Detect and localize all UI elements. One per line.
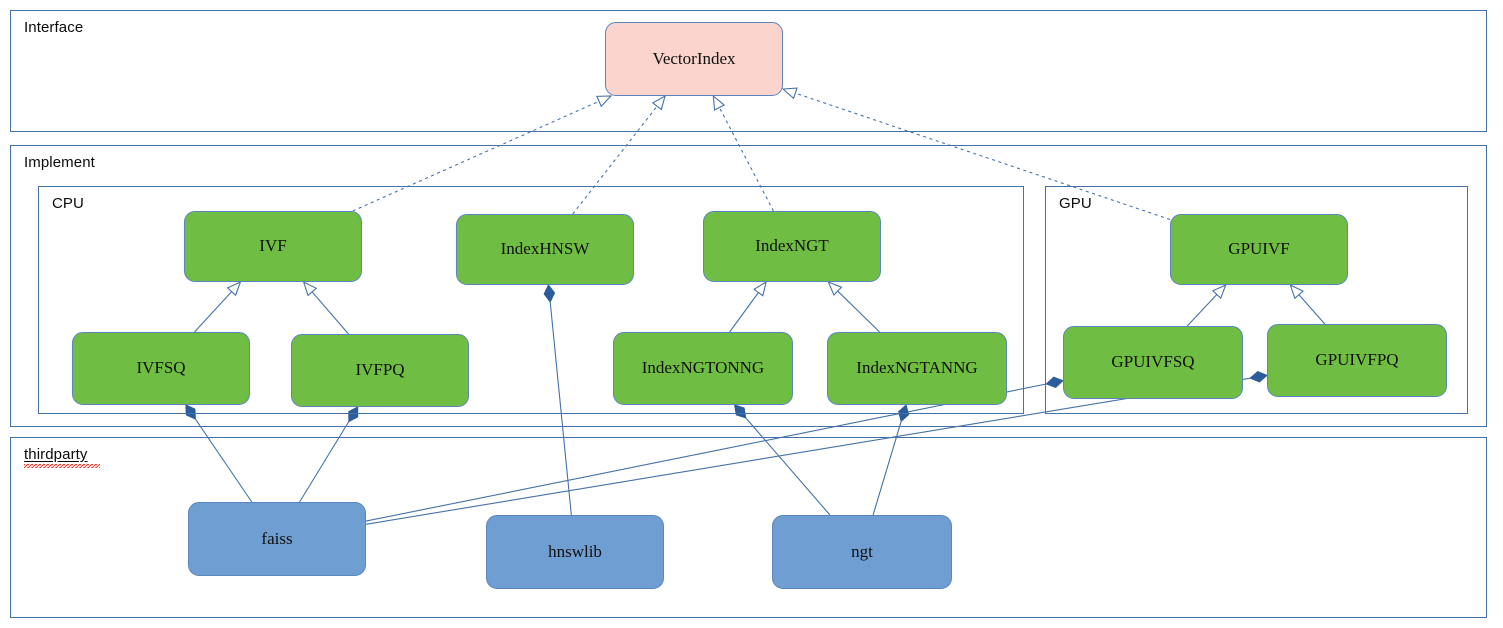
node-hnswlib[interactable]: hnswlib <box>486 515 664 589</box>
group-label-interface: Interface <box>24 19 84 36</box>
node-gpuivfsq[interactable]: GPUIVFSQ <box>1063 326 1243 399</box>
node-vectorindex[interactable]: VectorIndex <box>605 22 783 96</box>
spellcheck-underline-thirdparty <box>24 464 100 468</box>
node-faiss[interactable]: faiss <box>188 502 366 576</box>
node-ngt[interactable]: ngt <box>772 515 952 589</box>
node-indexngt[interactable]: IndexNGT <box>703 211 881 282</box>
group-label-gpu: GPU <box>1059 195 1092 212</box>
group-box-interface <box>10 10 1487 132</box>
group-box-thirdparty <box>10 437 1487 618</box>
node-indexhnsw[interactable]: IndexHNSW <box>456 214 634 285</box>
node-gpuivf[interactable]: GPUIVF <box>1170 214 1348 285</box>
node-ivfsq[interactable]: IVFSQ <box>72 332 250 405</box>
node-ivfpq[interactable]: IVFPQ <box>291 334 469 407</box>
group-box-gpu <box>1045 186 1468 414</box>
node-gpuivfpq[interactable]: GPUIVFPQ <box>1267 324 1447 397</box>
node-indexngtanng[interactable]: IndexNGTANNG <box>827 332 1007 405</box>
node-indexngtonng[interactable]: IndexNGTONNG <box>613 332 793 405</box>
group-box-implement <box>10 145 1487 427</box>
node-ivf[interactable]: IVF <box>184 211 362 282</box>
group-label-cpu: CPU <box>52 195 84 212</box>
group-box-cpu <box>38 186 1024 414</box>
group-label-thirdparty: thirdparty <box>24 446 88 463</box>
group-label-implement: Implement <box>24 154 95 171</box>
